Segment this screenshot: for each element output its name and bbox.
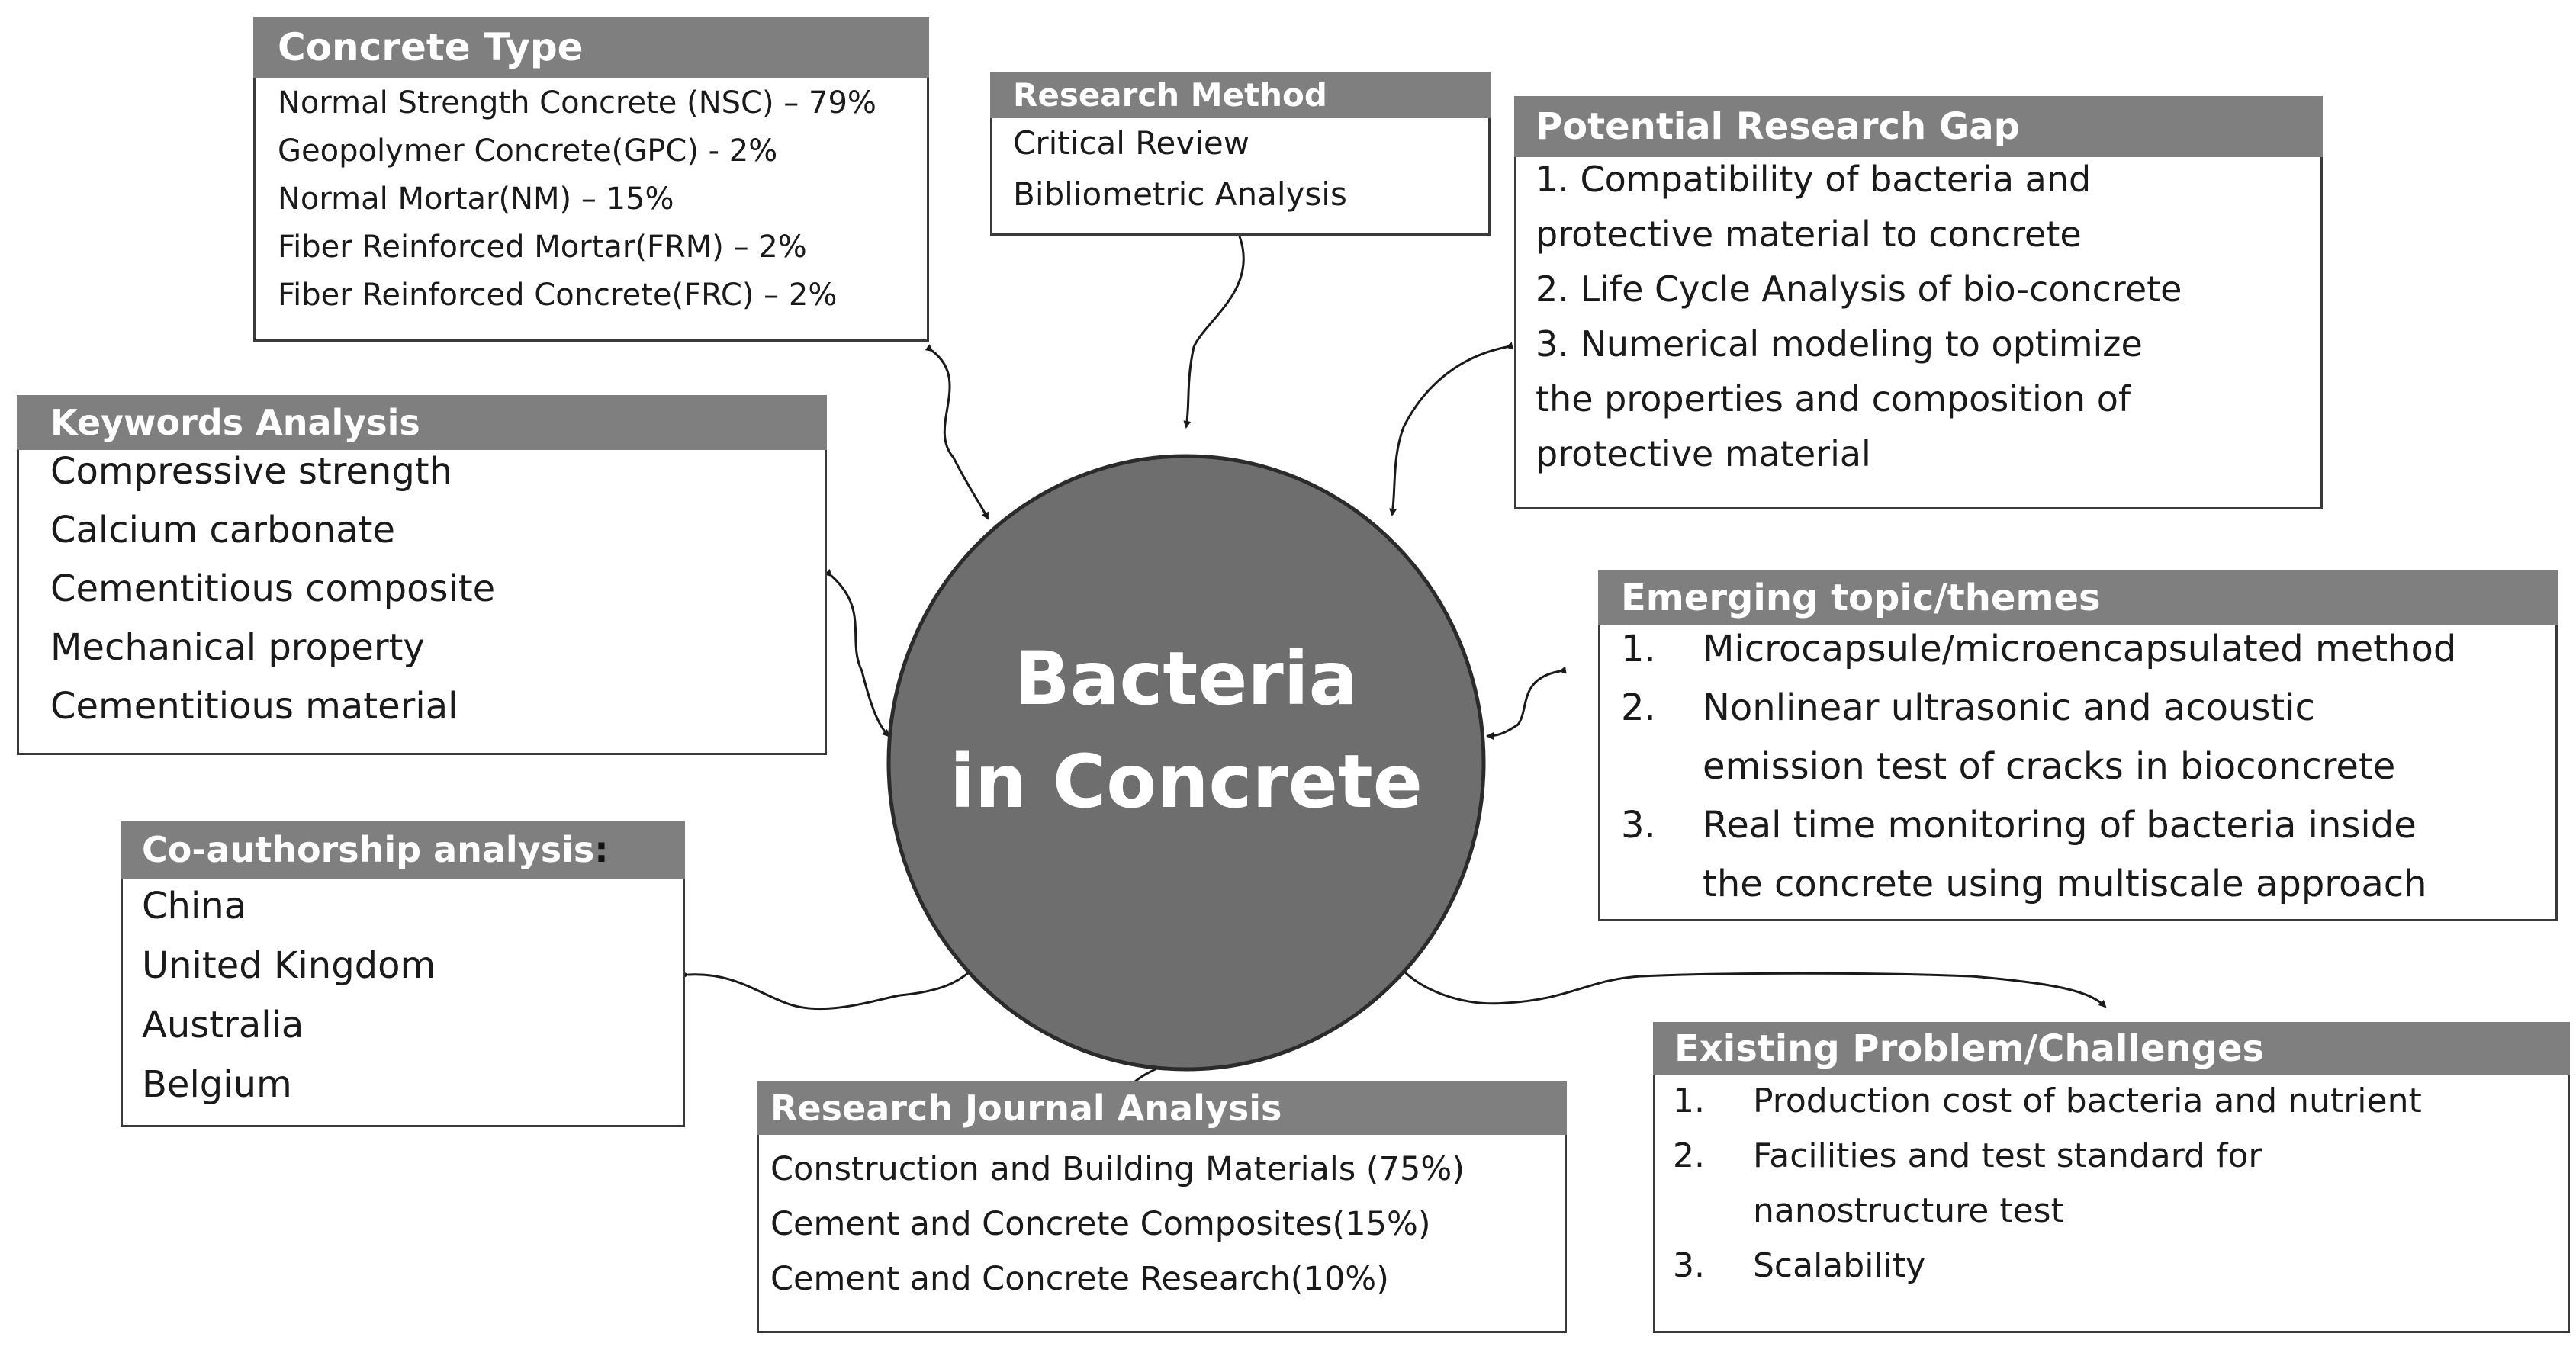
- center-title-line2: in Concrete: [950, 739, 1423, 824]
- coauthorship-item: United Kingdom: [142, 944, 436, 987]
- concrete-type-item: Normal Strength Concrete (NSC) – 79%: [278, 85, 876, 121]
- coauthorship-header: Co-authorship analysis:: [121, 821, 685, 879]
- research-gap-line: the properties and composition of: [1536, 378, 2131, 419]
- coauthorship-colon: :: [594, 829, 609, 870]
- journal-item: Cement and Concrete Research(10%): [770, 1260, 1389, 1298]
- research-gap-line: 2. Life Cycle Analysis of bio-concrete: [1536, 268, 2182, 310]
- research-gap-line: protective material to concrete: [1536, 214, 2082, 255]
- research-method-item: Bibliometric Analysis: [1013, 175, 1347, 213]
- arrow-keywords: [824, 568, 890, 738]
- problems-number: 3.: [1673, 1246, 1705, 1285]
- emerging-line: the concrete using multiscale approach: [1703, 863, 2427, 905]
- problems-line: nanostructure test: [1753, 1191, 2064, 1230]
- emerging-box: [1598, 570, 2558, 921]
- emerging-line: Microcapsule/microencapsulated method: [1703, 628, 2457, 670]
- emerging-line: Real time monitoring of bacteria inside: [1703, 804, 2417, 847]
- keywords-item: Calcium carbonate: [50, 509, 395, 551]
- research-gap-line: 3. Numerical modeling to optimize: [1536, 323, 2143, 365]
- arrow-concrete-type: [925, 344, 989, 520]
- arrow-problems: [1389, 955, 2107, 1008]
- coauthorship-item: Australia: [142, 1004, 304, 1046]
- concrete-type-item: Fiber Reinforced Mortar(FRM) – 2%: [278, 230, 807, 265]
- coauthorship-item: China: [142, 885, 247, 927]
- problems-header: Existing Problem/Challenges: [1653, 1022, 2570, 1075]
- research-gap-line: protective material: [1536, 433, 1871, 474]
- concrete-type-header: Concrete Type: [253, 17, 929, 78]
- concrete-type-item: Fiber Reinforced Concrete(FRC) – 2%: [278, 278, 838, 313]
- problems-number: 2.: [1673, 1136, 1705, 1175]
- emerging-number: 2.: [1621, 686, 1656, 729]
- problems-line: Facilities and test standard for: [1753, 1136, 2262, 1175]
- research-gap-line: 1. Compatibility of bacteria and: [1536, 159, 2092, 200]
- research-gap-header: Potential Research Gap: [1514, 96, 2323, 157]
- journal-header: Research Journal Analysis: [757, 1081, 1567, 1135]
- problems-line: Production cost of bacteria and nutrient: [1753, 1081, 2422, 1120]
- concrete-type-item: Geopolymer Concrete(GPC) - 2%: [278, 133, 778, 169]
- problems-line: Scalability: [1753, 1246, 1926, 1285]
- keywords-header: Keywords Analysis: [17, 395, 827, 450]
- keywords-item: Mechanical property: [50, 626, 425, 669]
- research-method-header: Research Method: [990, 72, 1491, 118]
- journal-item: Cement and Concrete Composites(15%): [770, 1205, 1431, 1243]
- arrow-research-gap: [1389, 342, 1513, 516]
- keywords-item: Compressive strength: [50, 450, 453, 493]
- research-method-item: Critical Review: [1013, 124, 1250, 162]
- arrow-coauthorship: [681, 959, 982, 1011]
- emerging-number: 3.: [1621, 804, 1656, 847]
- journal-item: Construction and Building Materials (75%…: [770, 1150, 1465, 1188]
- center-title-line1: Bacteria: [1014, 636, 1359, 721]
- problems-number: 1.: [1673, 1081, 1705, 1120]
- emerging-line: emission test of cracks in bioconcrete: [1703, 745, 2396, 788]
- keywords-item: Cementitious composite: [50, 567, 496, 610]
- emerging-line: Nonlinear ultrasonic and acoustic: [1703, 686, 2315, 729]
- arrow-research-method: [1183, 229, 1245, 429]
- concrete-type-item: Normal Mortar(NM) – 15%: [278, 182, 674, 217]
- keywords-item: Cementitious material: [50, 685, 458, 728]
- emerging-number: 1.: [1621, 628, 1656, 670]
- keywords-box: [17, 395, 827, 755]
- coauthorship-item: Belgium: [142, 1063, 292, 1106]
- center-circle: [886, 454, 1486, 1072]
- coauthorship-title: Co-authorship analysis: [142, 829, 595, 870]
- arrow-emerging: [1486, 666, 1567, 740]
- emerging-header: Emerging topic/themes: [1598, 570, 2558, 625]
